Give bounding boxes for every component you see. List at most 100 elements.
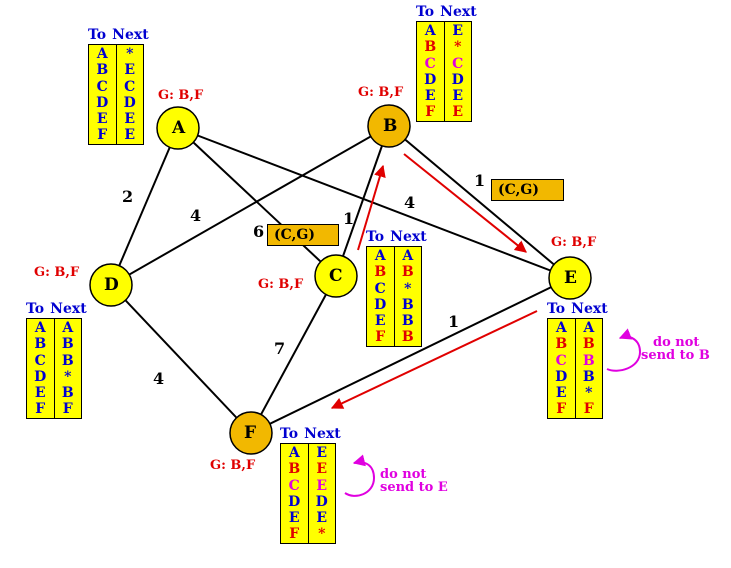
header-to: To [88, 27, 107, 43]
to-cell: C [288, 477, 300, 494]
to-cell: D [555, 368, 568, 385]
header-to: To [547, 301, 566, 317]
next-cell: A [583, 320, 595, 336]
to-cell: C [96, 78, 108, 95]
arrow-b-to-e [403, 153, 527, 253]
next-cell: B [401, 264, 414, 281]
next-cell: C [124, 78, 136, 95]
next-cell: B [401, 313, 414, 330]
to-cell: F [556, 401, 567, 418]
note-do-not-send-to-b: do not send to B [641, 336, 710, 362]
edge-c-f [250, 275, 337, 434]
weight-b-c: 1 [343, 209, 355, 228]
weight-a-e: 4 [404, 193, 416, 212]
to-cell: A [96, 46, 108, 62]
arrow-c-to-b [357, 164, 386, 251]
node-a [156, 106, 200, 150]
table-header: To Next [547, 302, 608, 316]
edge-e-f [250, 277, 571, 434]
node-label-f: F [244, 423, 257, 443]
next-cell: B [582, 336, 595, 353]
to-cell: C [555, 352, 567, 369]
edge-d-f [110, 284, 252, 434]
group-label-f: G: B,F [210, 458, 256, 473]
to-cell: D [424, 71, 437, 88]
header-next: Next [571, 301, 608, 317]
next-cell: E [316, 477, 328, 494]
note-line: send to E [380, 480, 448, 495]
next-cell: E [452, 104, 464, 121]
next-cell: E [316, 445, 328, 461]
to-cell: C [374, 280, 386, 297]
header-to: To [416, 4, 435, 20]
node-label-b: B [383, 116, 398, 136]
note-arrow-e [606, 328, 642, 372]
header-next: Next [440, 4, 477, 20]
note-line: do not [653, 335, 700, 350]
arrow-e-to-f [330, 310, 538, 409]
next-cell: A [402, 248, 414, 264]
next-cell: D [451, 71, 464, 88]
node-label-d: D [104, 275, 119, 295]
node-f [229, 411, 273, 455]
to-cell: A [424, 23, 436, 39]
to-cell: E [288, 510, 300, 527]
note-line: do not [380, 467, 427, 482]
edge-b-e [388, 125, 571, 279]
weight-b-e: 1 [474, 171, 486, 190]
group-label-b: G: B,F [358, 85, 404, 100]
node-label-a: A [172, 118, 186, 138]
next-cell: * [318, 526, 326, 543]
next-cell: B [401, 296, 414, 313]
edge-a-d [110, 127, 179, 286]
next-cell: B [61, 352, 74, 369]
weight-a-c: 6 [253, 222, 265, 241]
to-cell: D [34, 368, 47, 385]
tag-b-e: (C,G) [491, 179, 564, 201]
to-cell: E [424, 88, 436, 105]
to-cell: A [34, 320, 46, 336]
header-to: To [26, 301, 45, 317]
to-cell: B [424, 39, 437, 56]
next-cell: F [583, 401, 594, 418]
node-label-e: E [564, 268, 577, 288]
to-cell: A [555, 320, 567, 336]
note-line: send to B [641, 348, 710, 363]
edges-layer [110, 125, 571, 434]
weight-d-f: 4 [153, 369, 165, 388]
node-d [89, 263, 133, 307]
to-cell: E [34, 385, 46, 402]
weight-a-d: 2 [122, 187, 134, 206]
next-cell: E [124, 127, 136, 144]
node-e [548, 256, 592, 300]
to-cell: B [96, 62, 109, 79]
to-cell: F [375, 329, 386, 346]
to-cell: F [289, 526, 300, 543]
edge-b-c [335, 125, 390, 277]
to-cell: D [374, 296, 387, 313]
to-cell: E [555, 385, 567, 402]
weight-e-f: 1 [448, 312, 460, 331]
next-cell: C [452, 55, 464, 72]
to-cell: F [425, 104, 436, 121]
next-cell: B [401, 329, 414, 346]
to-cell: B [555, 336, 568, 353]
to-cell: E [374, 313, 386, 330]
next-cell: E [316, 510, 328, 527]
